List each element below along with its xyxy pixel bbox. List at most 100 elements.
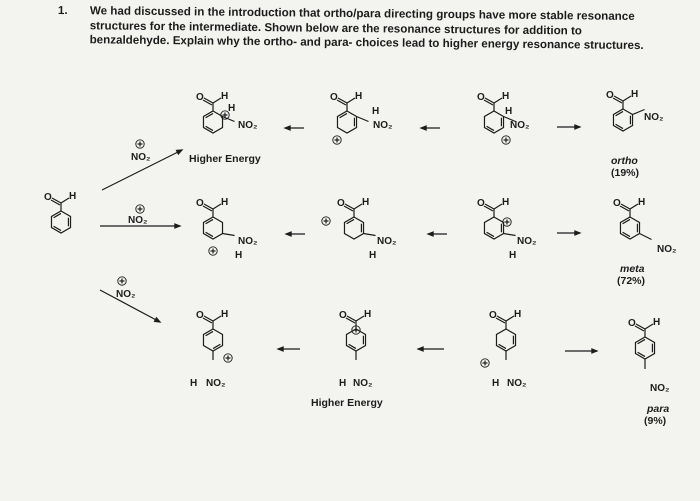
para-1-substituent: NO₂ bbox=[206, 378, 225, 389]
carbonyl-bond bbox=[613, 95, 624, 102]
para-percent: (9%) bbox=[644, 415, 666, 427]
benzene-ring bbox=[50, 210, 72, 234]
carbonyl-bond bbox=[203, 315, 214, 322]
arrow-head-icon bbox=[175, 149, 184, 156]
meta-2-substituent: NO₂ bbox=[377, 236, 396, 247]
meta-3-oxygen: O bbox=[477, 198, 485, 209]
meta-label: meta bbox=[620, 263, 645, 275]
arrow-head-icon bbox=[574, 124, 582, 130]
benzene-ring bbox=[483, 110, 505, 134]
meta-2-hydrogen: H bbox=[362, 197, 369, 208]
para-2-hydrogen: H bbox=[339, 378, 346, 389]
benzene-ring bbox=[612, 108, 634, 132]
para-3-hydrogen: H bbox=[492, 378, 499, 389]
meta-2-oxygen: O bbox=[337, 198, 345, 209]
arrow-head-icon bbox=[174, 223, 182, 229]
carbonyl-bond bbox=[484, 203, 495, 210]
carbonyl-bond bbox=[496, 315, 507, 322]
carbonyl-bond bbox=[203, 203, 214, 210]
positive-charge-icon bbox=[502, 217, 512, 227]
ortho-label: ortho bbox=[611, 155, 638, 167]
reagent-label-ortho: NO₂ bbox=[131, 152, 150, 163]
carbonyl-bond bbox=[635, 323, 646, 330]
higher-energy-label-bottom: Higher Energy bbox=[311, 397, 383, 409]
ortho-1-oxygen: O bbox=[196, 92, 204, 103]
ortho-1-hydrogen: H bbox=[221, 91, 228, 102]
positive-charge-icon bbox=[480, 358, 490, 368]
meta-1-hydrogen: H bbox=[235, 250, 242, 261]
para-attack-arrow bbox=[99, 289, 161, 323]
ortho-product-substituent: NO₂ bbox=[644, 112, 663, 123]
ring-double-bond bbox=[498, 343, 507, 350]
carbonyl-bond bbox=[203, 97, 214, 104]
ring-double-bond bbox=[615, 110, 624, 117]
para-product-oxygen: O bbox=[628, 318, 636, 329]
benzene-ring bbox=[343, 216, 365, 240]
ring-double-bond bbox=[53, 212, 62, 219]
para-product-substituent: NO₂ bbox=[650, 383, 669, 394]
meta-1-oxygen: O bbox=[196, 198, 204, 209]
ring-double-bond bbox=[615, 123, 624, 130]
carbonyl-bond bbox=[484, 97, 495, 104]
arrow-head-icon bbox=[153, 316, 162, 323]
ring-double-bond bbox=[622, 231, 631, 238]
ring-double-bond bbox=[53, 225, 62, 232]
arrow-head-icon bbox=[276, 346, 284, 352]
ortho-2-hydrogen: H bbox=[355, 91, 362, 102]
ring-double-bond bbox=[637, 351, 646, 358]
higher-energy-label-top: Higher Energy bbox=[189, 153, 261, 165]
benzaldehyde-oxygen: O bbox=[44, 192, 52, 203]
ring-double-bond bbox=[205, 218, 214, 225]
ortho-product-oxygen: O bbox=[606, 90, 614, 101]
carbonyl-bond bbox=[337, 97, 348, 104]
positive-charge-icon bbox=[351, 325, 361, 335]
ring-double-bond bbox=[348, 343, 357, 350]
ortho-1-substituent: NO₂ bbox=[238, 120, 257, 131]
para-label: para bbox=[646, 403, 669, 415]
ring-double-bond bbox=[486, 125, 495, 132]
ring-double-bond bbox=[212, 343, 221, 350]
arrow-head-icon bbox=[426, 231, 434, 237]
meta-3-hydrogen: H bbox=[502, 197, 509, 208]
carbonyl-bond bbox=[344, 203, 355, 210]
positive-charge-icon bbox=[223, 353, 233, 363]
meta-1-substituent: NO₂ bbox=[238, 236, 257, 247]
positive-charge-icon bbox=[117, 276, 127, 286]
meta-3-substituent: NO₂ bbox=[517, 236, 536, 247]
arrow-head-icon bbox=[574, 230, 582, 236]
carbonyl-bond bbox=[346, 315, 357, 322]
ortho-3-oxygen: O bbox=[477, 92, 485, 103]
ortho-3-substituent: NO₂ bbox=[510, 120, 529, 131]
benzene-ring bbox=[202, 216, 224, 240]
ring-double-bond bbox=[339, 112, 348, 119]
para-3-oxygen: O bbox=[489, 310, 497, 321]
arrow-head-icon bbox=[416, 346, 424, 352]
para-1-hydrogen: H bbox=[221, 309, 228, 320]
reagent-label-para: NO₂ bbox=[116, 289, 135, 300]
meta-product-hydrogen: H bbox=[638, 197, 645, 208]
ortho-2-hydrogen: H bbox=[372, 106, 379, 117]
positive-charge-icon bbox=[135, 139, 145, 149]
positive-charge-icon bbox=[332, 135, 342, 145]
ring-double-bond bbox=[637, 338, 646, 345]
benzene-ring bbox=[202, 110, 224, 134]
ortho-2-oxygen: O bbox=[330, 92, 338, 103]
benzene-ring bbox=[336, 110, 358, 134]
meta-3-hydrogen: H bbox=[509, 250, 516, 261]
benzene-ring bbox=[619, 216, 641, 240]
positive-charge-icon bbox=[501, 135, 511, 145]
ortho-attack-arrow bbox=[101, 149, 183, 191]
arrow-head-icon bbox=[591, 348, 599, 354]
positive-charge-icon bbox=[321, 216, 331, 226]
arrow-head-icon bbox=[283, 125, 291, 131]
benzene-ring bbox=[634, 336, 656, 360]
carbonyl-bond bbox=[51, 197, 62, 204]
para-2-hydrogen: H bbox=[364, 309, 371, 320]
positive-charge-icon bbox=[220, 110, 230, 120]
reagent-label-meta: NO₂ bbox=[128, 215, 147, 226]
para-product-hydrogen: H bbox=[653, 317, 660, 328]
ring-double-bond bbox=[346, 218, 355, 225]
para-3-hydrogen: H bbox=[514, 309, 521, 320]
ortho-3-hydrogen: H bbox=[505, 106, 512, 117]
ortho-product-hydrogen: H bbox=[631, 89, 638, 100]
